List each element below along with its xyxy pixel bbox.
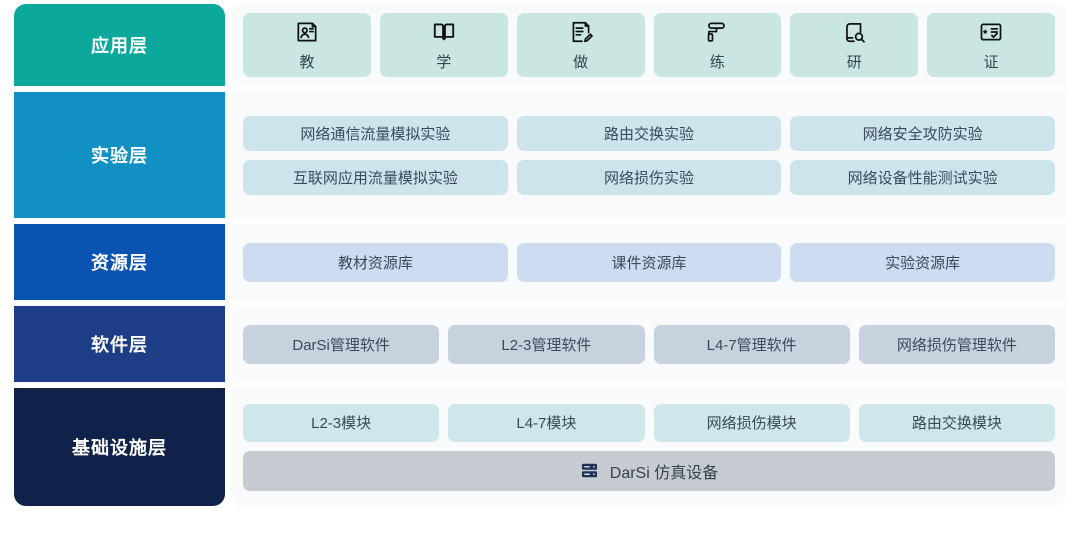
resource-tile-grid: 教材资源库 课件资源库 实验资源库 bbox=[243, 242, 1055, 282]
layer-label-application: 应用层 bbox=[14, 4, 225, 86]
paint-roller-icon bbox=[704, 19, 730, 45]
infrastructure-tile[interactable]: L4-7模块 bbox=[448, 403, 645, 442]
app-tile-label: 证 bbox=[983, 53, 999, 71]
application-tile-grid: 教 学 bbox=[243, 13, 1055, 77]
layer-content-infrastructure: L2-3模块 L4-7模块 网络损伤模块 路由交换模块 DarSi 仿真 bbox=[232, 388, 1066, 506]
layer-content-application: 教 学 bbox=[232, 4, 1066, 86]
infrastructure-tile-grid: L2-3模块 L4-7模块 网络损伤模块 路由交换模块 bbox=[243, 403, 1055, 442]
experiment-tile[interactable]: 互联网应用流量模拟实验 bbox=[243, 159, 508, 195]
layer-label-experiment: 实验层 bbox=[14, 92, 225, 218]
software-tile-grid: DarSi管理软件 L2-3管理软件 L4-7管理软件 网络损伤管理软件 bbox=[243, 324, 1055, 364]
darsi-device-label: DarSi 仿真设备 bbox=[609, 464, 719, 482]
layer-row-experiment: 实验层 网络通信流量模拟实验 路由交换实验 网络安全攻防实验 互联网应用流量模拟… bbox=[14, 92, 1066, 218]
layer-row-infrastructure: 基础设施层 L2-3模块 L4-7模块 网络损伤模块 路由交换模块 bbox=[14, 388, 1066, 506]
resource-tile[interactable]: 课件资源库 bbox=[516, 242, 782, 282]
app-tile-label: 练 bbox=[709, 53, 725, 71]
app-tile-do[interactable]: 做 bbox=[516, 13, 645, 77]
certificate-check-icon bbox=[978, 19, 1004, 45]
layer-label-infrastructure: 基础设施层 bbox=[14, 388, 225, 506]
document-pencil-icon bbox=[568, 19, 594, 45]
layer-content-software: DarSi管理软件 L2-3管理软件 L4-7管理软件 网络损伤管理软件 bbox=[232, 306, 1066, 382]
resource-tile[interactable]: 实验资源库 bbox=[790, 242, 1055, 282]
software-tile[interactable]: L4-7管理软件 bbox=[653, 324, 850, 364]
experiment-tile[interactable]: 网络通信流量模拟实验 bbox=[243, 115, 508, 151]
experiment-tile[interactable]: 网络安全攻防实验 bbox=[790, 115, 1055, 151]
experiment-tile[interactable]: 网络设备性能测试实验 bbox=[790, 159, 1055, 195]
open-book-icon bbox=[431, 19, 457, 45]
layer-label-software: 软件层 bbox=[14, 306, 225, 382]
book-search-icon bbox=[841, 19, 867, 45]
software-tile[interactable]: 网络损伤管理软件 bbox=[858, 324, 1055, 364]
resource-tile[interactable]: 教材资源库 bbox=[243, 242, 508, 282]
app-tile-label: 教 bbox=[299, 53, 315, 71]
app-tile-learn[interactable]: 学 bbox=[379, 13, 508, 77]
infrastructure-tile[interactable]: 网络损伤模块 bbox=[653, 403, 850, 442]
experiment-tile[interactable]: 网络损伤实验 bbox=[516, 159, 782, 195]
layer-row-software: 软件层 DarSi管理软件 L2-3管理软件 L4-7管理软件 网络损伤管理软件 bbox=[14, 306, 1066, 382]
app-tile-label: 研 bbox=[846, 53, 862, 71]
layer-row-resource: 资源层 教材资源库 课件资源库 实验资源库 bbox=[14, 224, 1066, 300]
layer-label-resource: 资源层 bbox=[14, 224, 225, 300]
app-tile-label: 做 bbox=[573, 53, 589, 71]
darsi-device-bar[interactable]: DarSi 仿真设备 bbox=[243, 450, 1055, 491]
app-tile-research[interactable]: 研 bbox=[790, 13, 919, 77]
server-rack-icon bbox=[580, 461, 599, 480]
layer-content-resource: 教材资源库 课件资源库 实验资源库 bbox=[232, 224, 1066, 300]
layer-content-experiment: 网络通信流量模拟实验 路由交换实验 网络安全攻防实验 互联网应用流量模拟实验 网… bbox=[232, 92, 1066, 218]
app-tile-certify[interactable]: 证 bbox=[927, 13, 1055, 77]
infrastructure-tile[interactable]: L2-3模块 bbox=[243, 403, 440, 442]
app-tile-label: 学 bbox=[436, 53, 452, 71]
experiment-tile[interactable]: 路由交换实验 bbox=[516, 115, 782, 151]
experiment-tile-grid: 网络通信流量模拟实验 路由交换实验 网络安全攻防实验 互联网应用流量模拟实验 网… bbox=[243, 115, 1055, 195]
layer-row-application: 应用层 教 bbox=[14, 4, 1066, 86]
teaching-board-icon bbox=[294, 19, 320, 45]
app-tile-teach[interactable]: 教 bbox=[243, 13, 371, 77]
app-tile-practice[interactable]: 练 bbox=[653, 13, 782, 77]
infrastructure-tile[interactable]: 路由交换模块 bbox=[858, 403, 1055, 442]
software-tile[interactable]: L2-3管理软件 bbox=[448, 324, 645, 364]
software-tile[interactable]: DarSi管理软件 bbox=[243, 324, 440, 364]
